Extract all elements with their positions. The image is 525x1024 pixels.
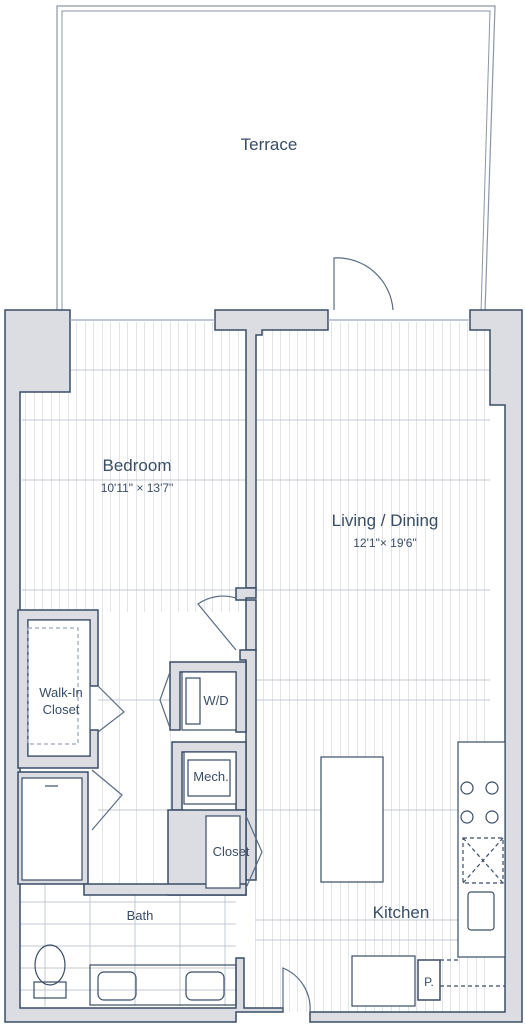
bath-label: Bath (126, 908, 154, 923)
living-label: Living / Dining (331, 511, 439, 530)
pantry-label: P. (424, 975, 434, 989)
room-interiors (21, 619, 241, 889)
hall-floor (98, 612, 173, 884)
walkin-closet-label: Walk-In Closet (39, 685, 83, 717)
terrace (56, 5, 496, 313)
bedroom-label: Bedroom (102, 456, 172, 475)
kitchen-label: Kitchen (372, 903, 430, 922)
terrace-label: Terrace (240, 135, 298, 154)
bath-floor (20, 884, 236, 1006)
wd-label: W/D (203, 693, 229, 708)
mech-label: Mech. (193, 769, 229, 784)
living-floor (255, 322, 490, 1012)
closet-label: Closet (212, 844, 250, 859)
bedroom-dims: 10'11" × 13'7" (100, 481, 174, 495)
fixtures (33, 257, 506, 1013)
living-dims: 12'1"× 19'6" (353, 536, 417, 550)
